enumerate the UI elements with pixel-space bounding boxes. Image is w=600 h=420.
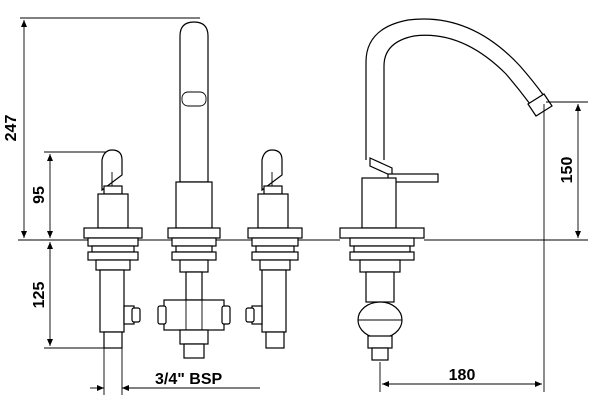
dimension-label-125: 125 (31, 282, 48, 309)
dimension-125: 125 (31, 242, 112, 349)
dimension-thread: 3/4" BSP (90, 348, 260, 395)
dimension-95: 95 (31, 151, 112, 238)
dimension-label-thread: 3/4" BSP (155, 371, 223, 388)
side-view-spout (339, 18, 553, 361)
dimension-247: 247 (3, 17, 200, 238)
dimension-label-180: 180 (449, 367, 476, 384)
left-valve (83, 149, 143, 349)
dimension-180: 180 (379, 104, 545, 392)
dimension-label-95: 95 (31, 186, 48, 204)
center-spout (157, 21, 231, 359)
dimension-label-150: 150 (559, 157, 576, 184)
dimension-label-247: 247 (3, 115, 20, 142)
right-valve (245, 149, 303, 349)
dimension-150: 150 (424, 101, 588, 241)
